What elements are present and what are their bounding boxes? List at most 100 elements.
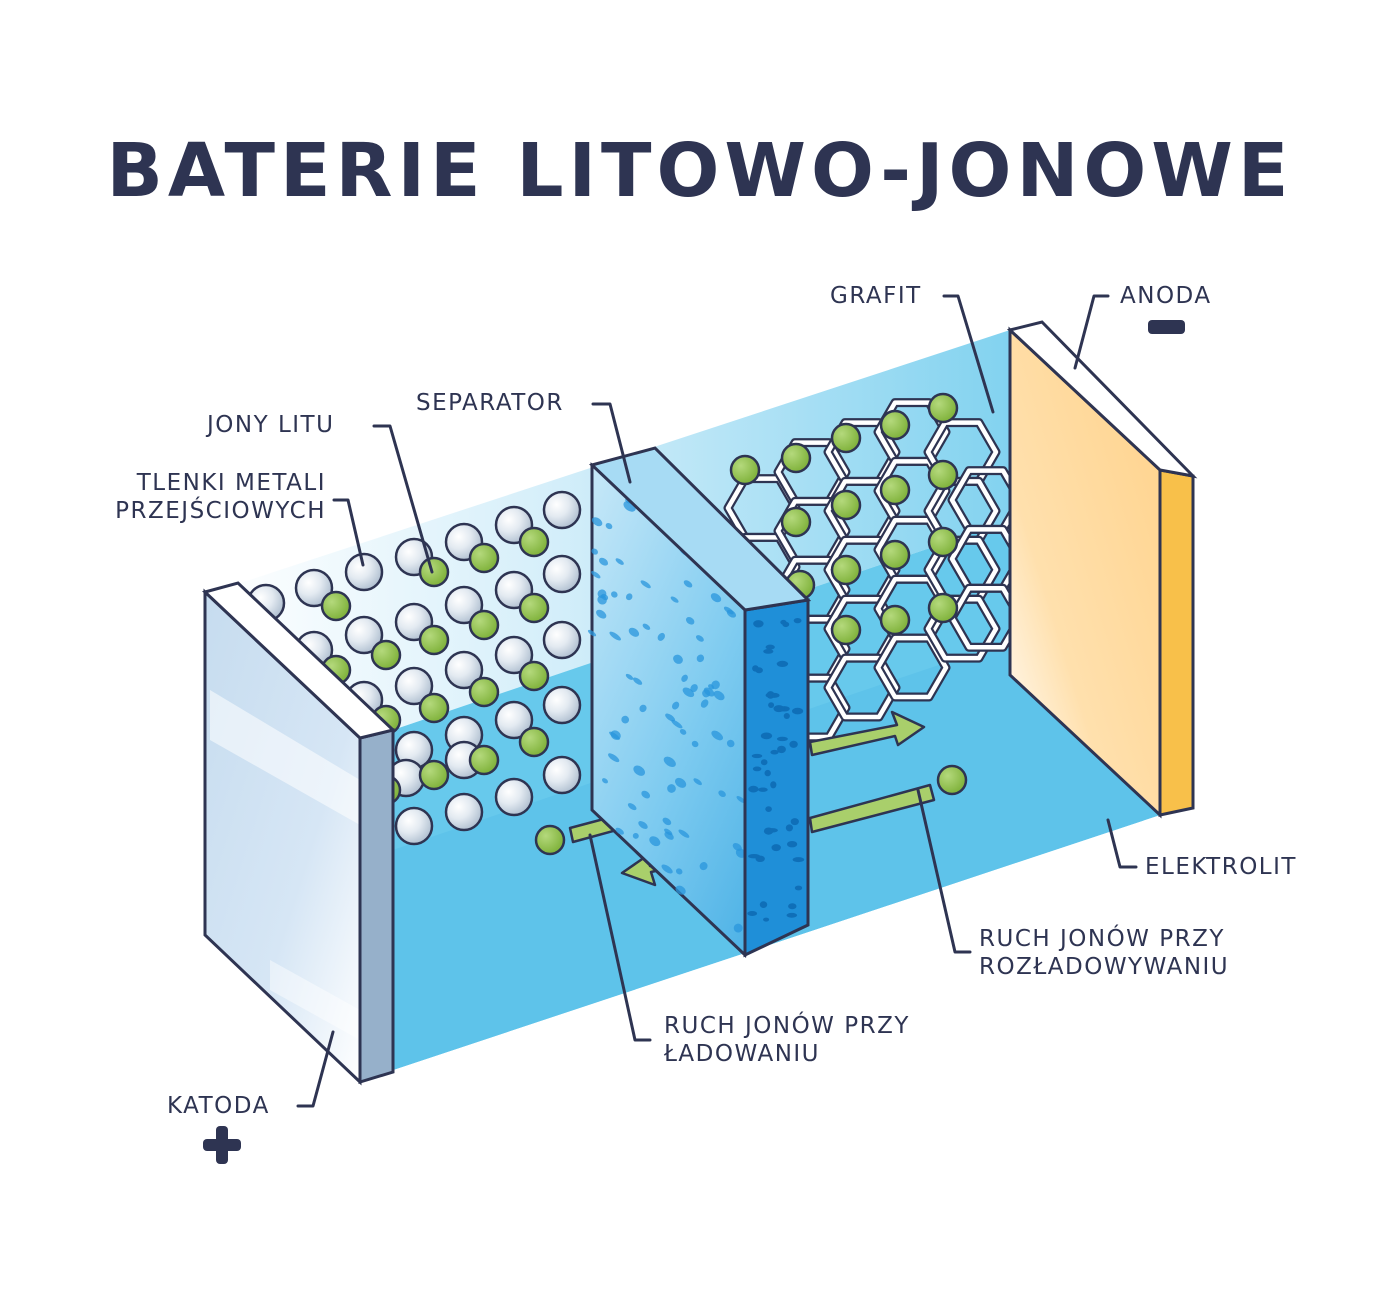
- separator-pore: [690, 684, 698, 693]
- separator-pore: [640, 580, 651, 589]
- separator-side-pore: [770, 781, 777, 789]
- label-ladowanie: RUCH JONÓW PRZY ŁADOWANIU: [664, 1012, 910, 1068]
- label-rozladowywanie: RUCH JONÓW PRZY ROZŁADOWYWANIU: [979, 925, 1229, 981]
- lithium-ion: [418, 624, 450, 656]
- separator-side-pore: [777, 745, 786, 754]
- lithium-ion: [830, 614, 862, 646]
- lithium-ion: [370, 639, 402, 671]
- leader-tlenki: [332, 498, 365, 567]
- separator-pore: [736, 796, 746, 803]
- label-tlenki-metali: TLENKI METALI PRZEJŚCIOWYCH: [58, 469, 326, 525]
- separator-pore: [673, 654, 683, 664]
- lithium-ion: [927, 592, 959, 624]
- separator-pore: [625, 593, 633, 601]
- separator-side-pore: [776, 660, 789, 668]
- lithium-ion: [729, 454, 761, 486]
- lithium-ion: [468, 542, 500, 574]
- leader-grafit: [942, 294, 995, 414]
- separator-pore: [649, 836, 661, 847]
- metal-oxide-particle: [344, 552, 384, 592]
- separator-side-pore: [764, 769, 771, 777]
- separator-pore: [664, 828, 673, 836]
- leader-ladowanie: [588, 833, 652, 1042]
- separator-pore: [608, 753, 620, 763]
- separator-pore: [665, 713, 676, 722]
- cathode-shine-1: [210, 690, 360, 825]
- separator-side-pore: [752, 766, 762, 772]
- moving-ion-right: [936, 764, 968, 796]
- separator-pore: [598, 557, 609, 566]
- lithium-ion: [830, 554, 862, 586]
- lithium-ion: [780, 506, 812, 538]
- separator-pore: [735, 848, 746, 858]
- lithium-ion: [518, 526, 550, 558]
- separator-side-pore: [748, 854, 761, 859]
- separator-pore: [596, 609, 607, 619]
- separator-side-pore: [782, 621, 790, 628]
- separator-pore: [713, 690, 725, 701]
- lithium-ion: [468, 609, 500, 641]
- metal-oxide-particle: [344, 615, 384, 655]
- metal-oxide-particle: [542, 490, 582, 530]
- separator-side-pore: [760, 732, 773, 740]
- charge-bar-right: [808, 783, 936, 834]
- metal-oxide-particle: [542, 755, 582, 795]
- label-katoda: KATODA: [167, 1093, 270, 1119]
- separator-pore: [627, 803, 637, 811]
- metal-oxide-particle: [494, 777, 534, 817]
- lithium-ion: [468, 744, 500, 776]
- separator-pore: [628, 627, 640, 637]
- cathode-top: [202, 581, 397, 740]
- separator-pore: [685, 617, 695, 625]
- separator-pore: [609, 631, 621, 641]
- separator-pore: [641, 790, 651, 799]
- separator-pore: [700, 699, 709, 708]
- cathode-particles: [246, 490, 582, 846]
- metal-oxide-particle: [494, 700, 534, 740]
- lithium-ion: [879, 604, 911, 636]
- separator-pore: [638, 821, 648, 829]
- graphite-cell-fill: [925, 596, 999, 661]
- separator-side-pore: [783, 713, 790, 719]
- lithium-ion: [518, 660, 550, 692]
- separator-pore: [597, 589, 607, 599]
- metal-oxide-particle: [542, 620, 582, 660]
- separator-side-pore: [760, 759, 768, 766]
- leader-rozladowywanie: [916, 788, 972, 954]
- separator-pore: [642, 623, 651, 630]
- separator-pore: [711, 680, 720, 690]
- separator-side-pore: [759, 901, 768, 908]
- separator-pore: [662, 817, 672, 826]
- cathode-side: [358, 728, 395, 1085]
- separator-pore: [625, 673, 634, 680]
- separator-pore: [710, 593, 722, 603]
- separator-pore: [703, 687, 715, 697]
- lithium-ion: [879, 409, 911, 441]
- separator-side-pore: [763, 827, 774, 835]
- separator-side-pore: [787, 841, 798, 848]
- separator-side-pore: [789, 740, 798, 748]
- label-anoda: ANODA: [1120, 283, 1212, 309]
- metal-oxide-particle: [444, 792, 484, 832]
- label-tlenki-line2: PRZEJŚCIOWYCH: [115, 498, 326, 524]
- separator-pore: [615, 827, 624, 835]
- moving-ion-left: [534, 824, 566, 856]
- separator-pore: [587, 629, 597, 637]
- discharge-arrow: [808, 710, 926, 757]
- separator-pore: [633, 765, 646, 776]
- plus-sign-icon: [203, 1126, 241, 1164]
- metal-oxide-particle: [394, 806, 434, 846]
- metal-oxide-particle: [444, 650, 484, 690]
- separator-side-pore: [751, 753, 763, 759]
- separator-side-pore: [765, 692, 773, 698]
- separator-pore: [602, 778, 608, 784]
- separator-pore: [657, 632, 665, 641]
- label-rozladowywanie-line2: ROZŁADOWYWANIU: [979, 954, 1230, 980]
- separator-pore: [663, 756, 676, 768]
- separator-side-pore: [747, 911, 758, 916]
- lithium-ion: [780, 442, 812, 474]
- separator-pore: [723, 606, 734, 615]
- separator-pore: [718, 790, 726, 798]
- label-separator: SEPARATOR: [416, 390, 564, 416]
- separator-pore: [691, 740, 699, 748]
